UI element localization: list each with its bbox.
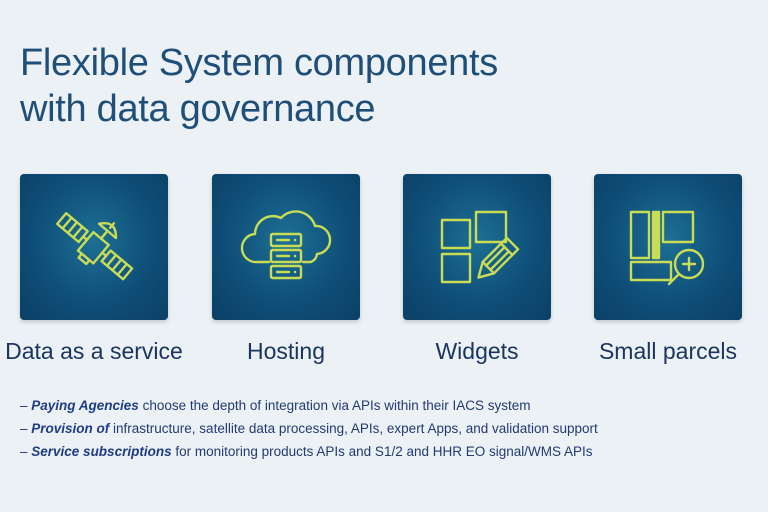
- component-tile-data-as-a-service: [20, 174, 168, 320]
- bullet-highlight: Paying Agencies: [31, 398, 139, 413]
- component-label: Small parcels: [598, 338, 738, 364]
- component-card-data-as-a-service: Data as a service: [0, 174, 194, 365]
- page-title: Flexible System components with data gov…: [20, 40, 720, 132]
- bullet-highlight: Provision of: [31, 421, 110, 436]
- component-card-widgets: Widgets: [377, 174, 577, 365]
- satellite-icon: [56, 212, 134, 281]
- component-label: Data as a service: [5, 338, 183, 364]
- bullet-dash: –: [20, 444, 32, 459]
- bullet-text: choose the depth of integration via APIs…: [138, 398, 531, 413]
- component-card-hosting: Hosting: [186, 174, 386, 365]
- title-line-2: with data governance: [20, 88, 376, 130]
- component-tile-small-parcels: [594, 174, 742, 320]
- component-card-small-parcels: Small parcels: [568, 174, 768, 365]
- bullet-text: for monitoring products APIs and S1/2 an…: [171, 444, 593, 459]
- bullet-item: – Provision of infrastructure, satellite…: [20, 417, 750, 440]
- component-label: Hosting: [247, 338, 325, 364]
- bullet-item: – Service subscriptions for monitoring p…: [20, 440, 750, 463]
- bullet-highlight: Service subscriptions: [31, 444, 172, 459]
- component-label: Widgets: [435, 338, 519, 364]
- bullet-text: infrastructure, satellite data processin…: [109, 421, 598, 436]
- bullet-list: – Paying Agencies choose the depth of in…: [20, 394, 750, 463]
- parcels-zoom-icon: [629, 210, 705, 286]
- component-tile-widgets: [403, 174, 551, 320]
- bullet-dash: –: [20, 421, 32, 436]
- cloud-server-icon: [240, 210, 332, 280]
- bullet-item: – Paying Agencies choose the depth of in…: [20, 394, 750, 417]
- component-tile-hosting: [212, 174, 360, 320]
- title-line-1: Flexible System components: [20, 42, 498, 84]
- widgets-pencil-icon: [440, 210, 520, 284]
- component-cards: Data as a service Hosting: [0, 174, 768, 374]
- bullet-dash: –: [20, 398, 32, 413]
